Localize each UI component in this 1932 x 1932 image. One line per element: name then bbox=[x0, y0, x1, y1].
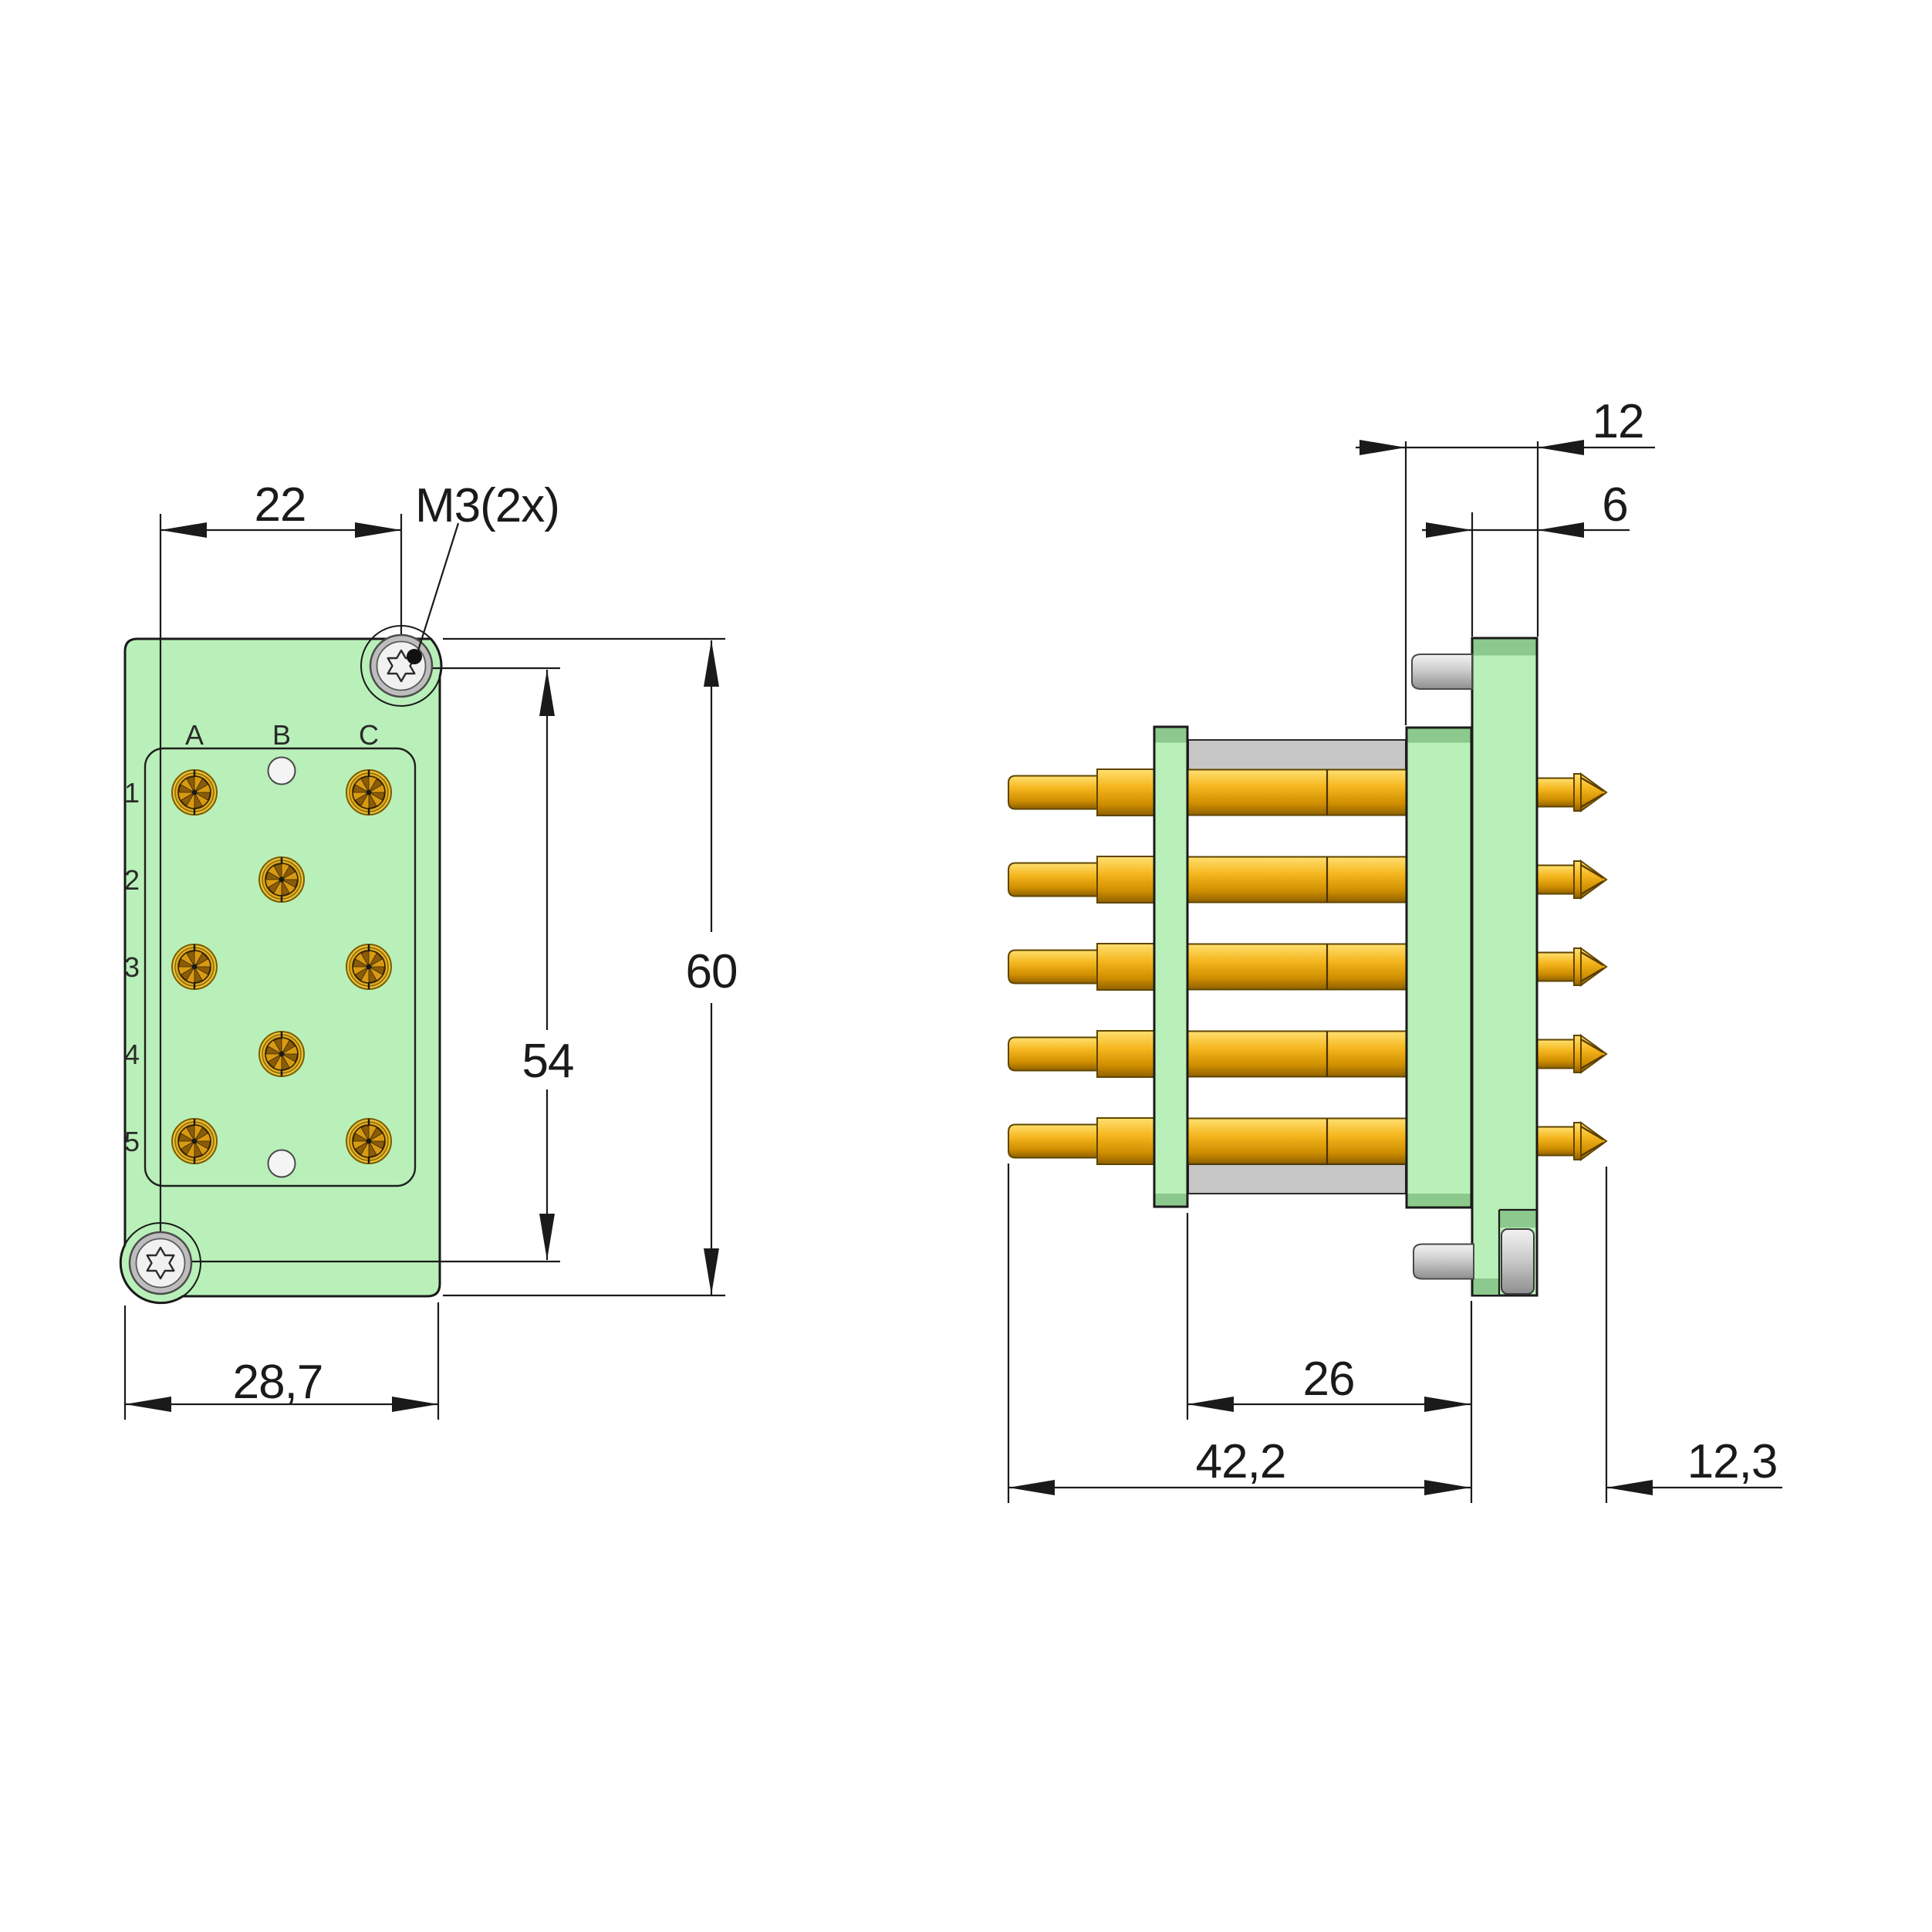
contact-B4 bbox=[258, 1030, 306, 1078]
column-label-c: C bbox=[359, 719, 379, 751]
contact-B2 bbox=[258, 856, 306, 904]
front-view: A B C 1 2 3 4 5 22 M3(2x) 54 60 28,7 bbox=[119, 478, 738, 1420]
alignment-hole-top bbox=[267, 756, 296, 785]
contact-C5 bbox=[345, 1117, 393, 1165]
dim-body-plus-flange: 12 bbox=[1593, 395, 1644, 448]
dim-screw-thread: M3(2x) bbox=[415, 479, 559, 532]
row-label-3: 3 bbox=[124, 951, 140, 983]
row-label-4: 4 bbox=[124, 1039, 140, 1070]
guide-pin-top bbox=[1411, 654, 1473, 690]
contact-A1 bbox=[171, 768, 218, 816]
flange-plate bbox=[1471, 637, 1539, 1297]
torx-screw-bottom-left bbox=[128, 1231, 193, 1295]
side-view: 12 6 26 42,2 12,3 bbox=[1007, 395, 1782, 1503]
spacer-top bbox=[1187, 739, 1407, 771]
rear-plate bbox=[1153, 725, 1189, 1208]
contact-C1 bbox=[345, 768, 393, 816]
dim-overall-height: 60 bbox=[686, 945, 738, 998]
torx-screw-top-right bbox=[369, 633, 434, 698]
alignment-hole-bottom bbox=[267, 1149, 296, 1178]
flange-notch-shade bbox=[1499, 1210, 1536, 1228]
dim-rear-length: 42,2 bbox=[1196, 1435, 1286, 1488]
dim-screw-pitch-x: 22 bbox=[255, 478, 306, 532]
dim-flange-thickness: 6 bbox=[1602, 478, 1627, 532]
row-label-1: 1 bbox=[124, 777, 140, 809]
leader-dot bbox=[407, 649, 422, 664]
contact-field bbox=[144, 747, 417, 1187]
screw-barrel bbox=[1501, 1228, 1535, 1295]
dim-plate-spacing: 26 bbox=[1303, 1353, 1355, 1406]
contact-A3 bbox=[171, 943, 218, 991]
spacer-bottom bbox=[1187, 1164, 1407, 1194]
column-label-a: A bbox=[185, 719, 204, 751]
dim-tip-length: 12,3 bbox=[1687, 1435, 1778, 1488]
contact-A5 bbox=[171, 1117, 218, 1165]
body-block bbox=[1405, 726, 1473, 1209]
dim-screw-pitch-y: 54 bbox=[522, 1035, 574, 1088]
guide-pin-bottom bbox=[1413, 1243, 1474, 1280]
row-label-5: 5 bbox=[124, 1126, 140, 1157]
contact-C3 bbox=[345, 943, 393, 991]
column-label-b: B bbox=[272, 719, 291, 751]
dim-overall-width: 28,7 bbox=[233, 1356, 323, 1409]
row-label-2: 2 bbox=[124, 864, 140, 896]
